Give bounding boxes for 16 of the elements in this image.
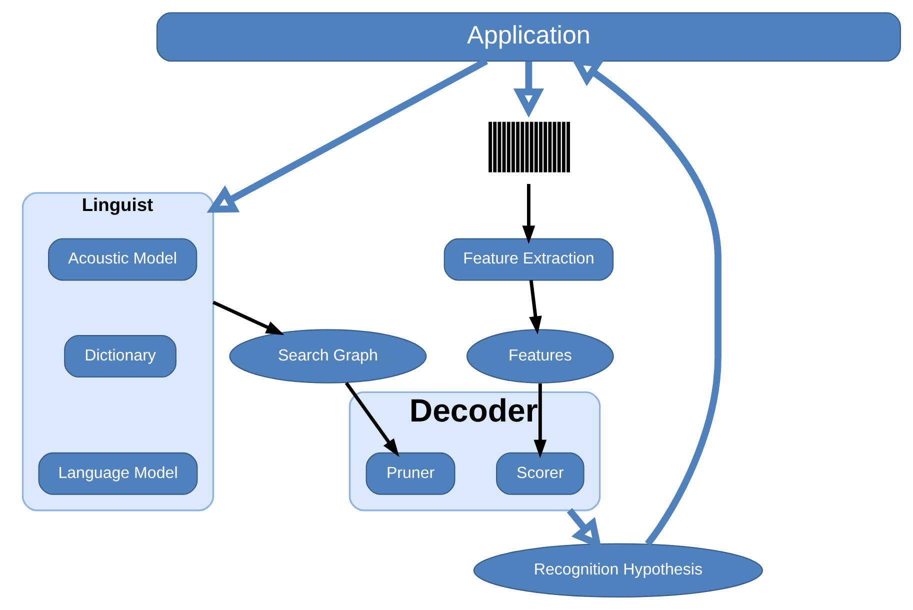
arrow: [206, 58, 488, 213]
node-ellipse: Features: [466, 329, 614, 384]
arrow: [528, 280, 542, 335]
node-ellipse: Search Graph: [228, 329, 426, 384]
arrow: [522, 184, 535, 244]
node-box: Dictionary: [64, 335, 176, 378]
node-box: Language Model: [38, 452, 198, 495]
arrow: [533, 384, 546, 458]
node-box: Application: [156, 12, 900, 62]
arrow: [512, 61, 544, 118]
node-box: Feature Extraction: [443, 238, 614, 281]
node-box: Pruner: [365, 452, 455, 495]
node-box: Scorer: [496, 452, 584, 495]
arrow: [212, 300, 284, 336]
node-box: Acoustic Model: [48, 238, 197, 281]
node-ellipse: Recognition Hypothesis: [472, 543, 762, 598]
